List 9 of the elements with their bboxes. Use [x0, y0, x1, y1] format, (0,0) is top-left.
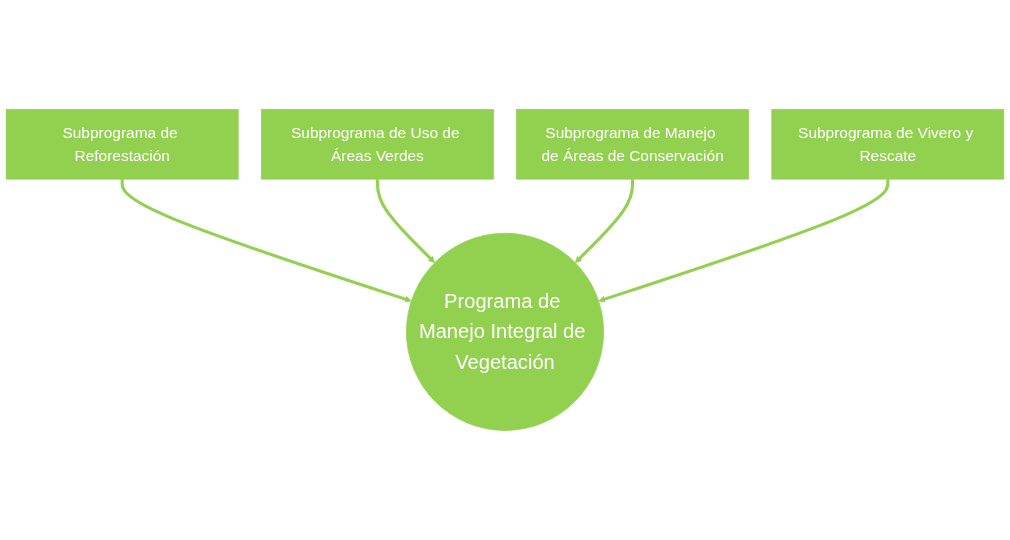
arrow: [375, 179, 436, 263]
arrow: [574, 179, 635, 263]
node-box: Subprograma de Uso de Áreas Verdes: [261, 109, 494, 180]
node-box: Subprograma de Vivero y Rescate: [771, 109, 1005, 180]
node-circle: Programa de Manejo Integral de Vegetación: [406, 232, 604, 431]
node-box: Subprograma de Manejo de Áreas de Conservación: [516, 109, 749, 180]
node-box: Subprograma de Reforestación: [5, 109, 239, 180]
arrow: [120, 179, 412, 303]
arrow: [598, 179, 890, 303]
